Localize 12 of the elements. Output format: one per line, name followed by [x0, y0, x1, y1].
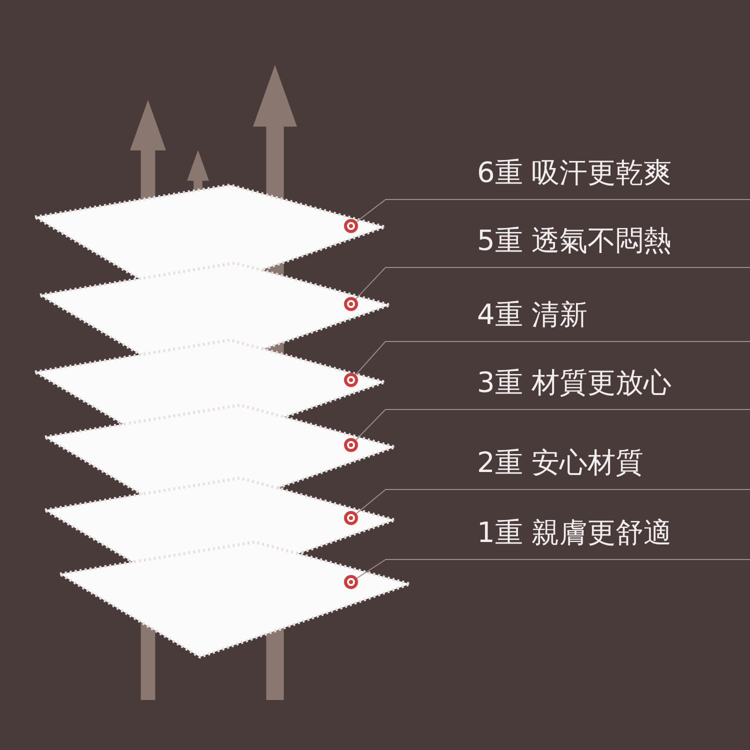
layer-label: 5重 透氣不悶熱 — [385, 224, 750, 268]
leader-line — [356, 560, 386, 579]
leader-line — [356, 490, 386, 514]
leader-line — [355, 268, 386, 300]
layer-label: 3重 材質更放心 — [385, 366, 750, 410]
leader-line — [355, 342, 386, 376]
layer-label: 1重 親膚更舒適 — [385, 516, 750, 560]
layer-label: 6重 吸汗更乾爽 — [385, 156, 750, 200]
leader-line — [355, 410, 386, 440]
layer-label: 2重 安心材質 — [385, 446, 750, 490]
layer-label: 4重 清新 — [385, 298, 750, 342]
leader-line — [356, 200, 386, 222]
